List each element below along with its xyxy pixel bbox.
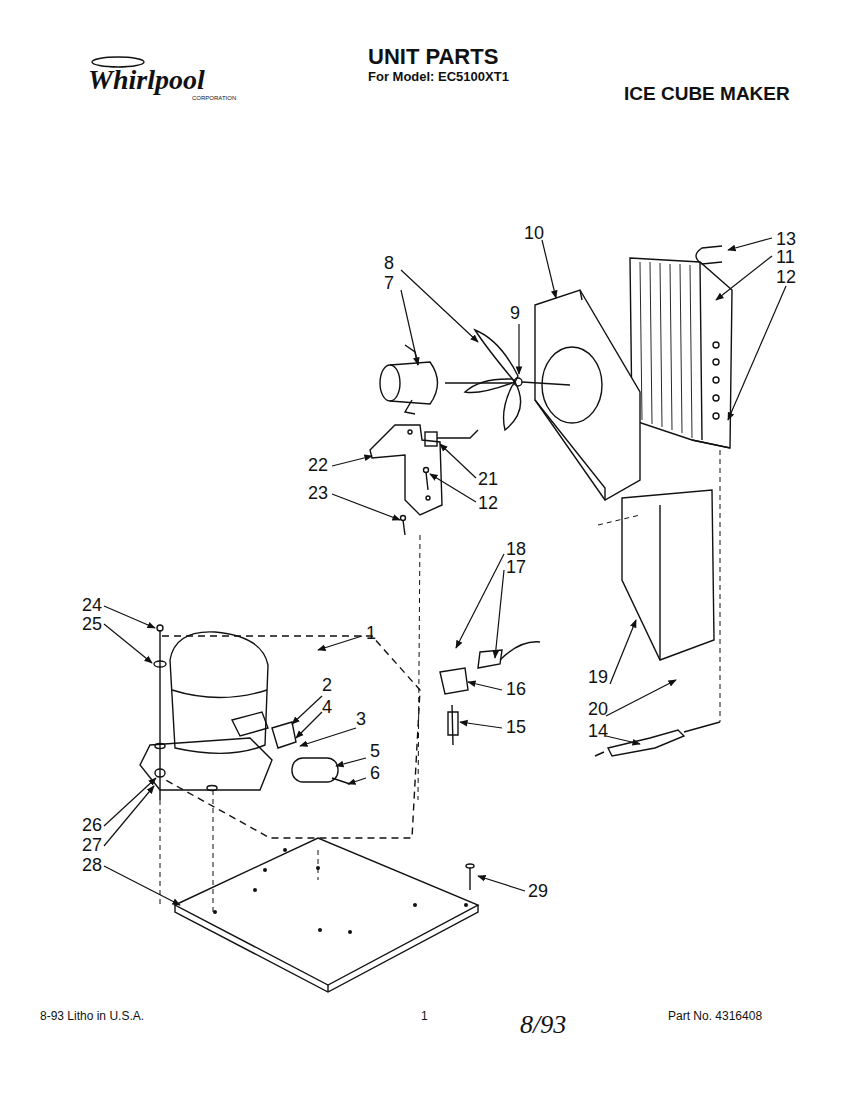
callout-number: 5 [370, 742, 380, 760]
callout-number: 21 [478, 470, 498, 488]
callout-number: 17 [506, 558, 526, 576]
callout-number: 18 [506, 540, 526, 558]
callout-number: 24 [82, 596, 102, 614]
callout-number: 4 [322, 698, 332, 716]
callout-number: 2 [322, 676, 332, 694]
callout-number: 25 [82, 615, 102, 633]
callout-number: 23 [308, 484, 328, 502]
callout-number: 16 [506, 680, 526, 698]
callout-number: 22 [308, 456, 328, 474]
logo-subtext: CORPORATION [192, 95, 236, 101]
callout-number: 15 [506, 718, 526, 736]
brand-logo: Whirlpool [88, 66, 205, 94]
handwritten-date: 8/93 [520, 1012, 566, 1038]
model-number: For Model: EC5100XT1 [368, 70, 509, 83]
page-title: UNIT PARTS [368, 46, 498, 68]
callout-number: 13 [776, 230, 796, 248]
part-number: Part No. 4316408 [668, 1010, 762, 1022]
callout-number: 26 [82, 816, 102, 834]
callout-number: 12 [776, 268, 796, 286]
callout-number: 12 [478, 494, 498, 512]
callout-number: 27 [82, 836, 102, 854]
callout-number: 29 [528, 882, 548, 900]
callout-number: 20 [588, 700, 608, 718]
callout-number: 7 [384, 274, 394, 292]
footer-note: 8-93 Litho in U.S.A. [40, 1010, 144, 1022]
callout-number: 19 [588, 668, 608, 686]
callout-number: 8 [384, 254, 394, 272]
callout-number: 9 [510, 304, 520, 322]
callout-number: 1 [366, 624, 376, 642]
page-number: 1 [421, 1010, 428, 1022]
callout-number: 10 [524, 224, 544, 242]
callout-number: 28 [82, 856, 102, 874]
callout-number: 14 [588, 722, 608, 740]
callout-number: 6 [370, 764, 380, 782]
callout-number: 11 [776, 248, 795, 266]
section-title: ICE CUBE MAKER [624, 84, 790, 103]
callout-number: 3 [356, 710, 366, 728]
